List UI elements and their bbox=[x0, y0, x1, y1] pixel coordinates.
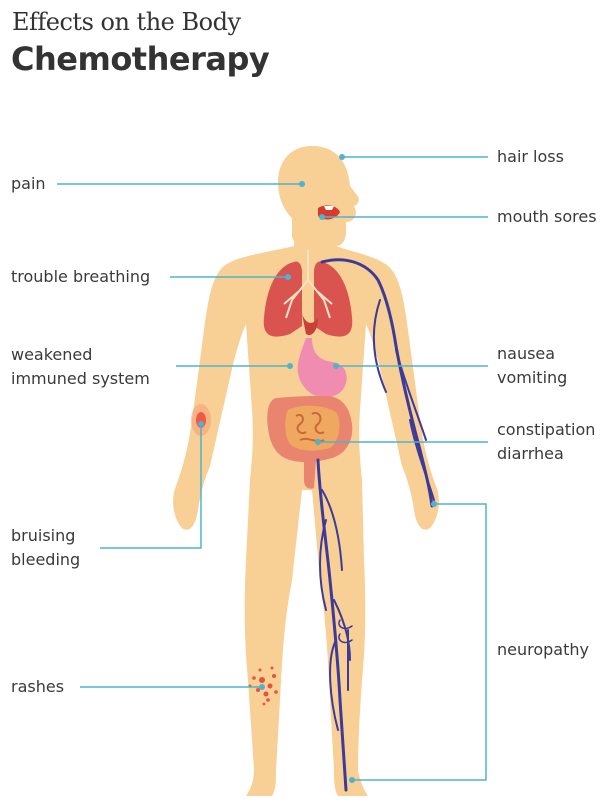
label-constipation-line1: constipation bbox=[497, 418, 595, 442]
label-rashes: rashes bbox=[11, 675, 64, 699]
label-weakened-immune: weakened immuned system bbox=[11, 343, 150, 391]
neuropathy-line bbox=[352, 504, 486, 780]
label-nausea-vomiting: nausea vomiting bbox=[497, 342, 567, 390]
label-hair-loss: hair loss bbox=[497, 145, 564, 169]
label-bruising-line2: bleeding bbox=[11, 548, 80, 572]
label-mouth-sores: mouth sores bbox=[497, 205, 597, 229]
label-weakened-line2: immuned system bbox=[11, 367, 150, 391]
head bbox=[278, 146, 359, 246]
label-bruising-line1: bruising bbox=[11, 524, 80, 548]
label-weakened-line1: weakened bbox=[11, 343, 150, 367]
label-trouble-breathing: trouble breathing bbox=[11, 265, 150, 289]
label-nausea-line1: nausea bbox=[497, 342, 567, 366]
torso-and-limbs bbox=[173, 232, 439, 796]
label-neuropathy: neuropathy bbox=[497, 638, 589, 662]
label-constipation-line2: diarrhea bbox=[497, 442, 595, 466]
label-bruising-bleeding: bruising bleeding bbox=[11, 524, 80, 572]
label-pain: pain bbox=[11, 172, 46, 196]
label-constipation-diarrhea: constipation diarrhea bbox=[497, 418, 595, 466]
label-nausea-line2: vomiting bbox=[497, 366, 567, 390]
